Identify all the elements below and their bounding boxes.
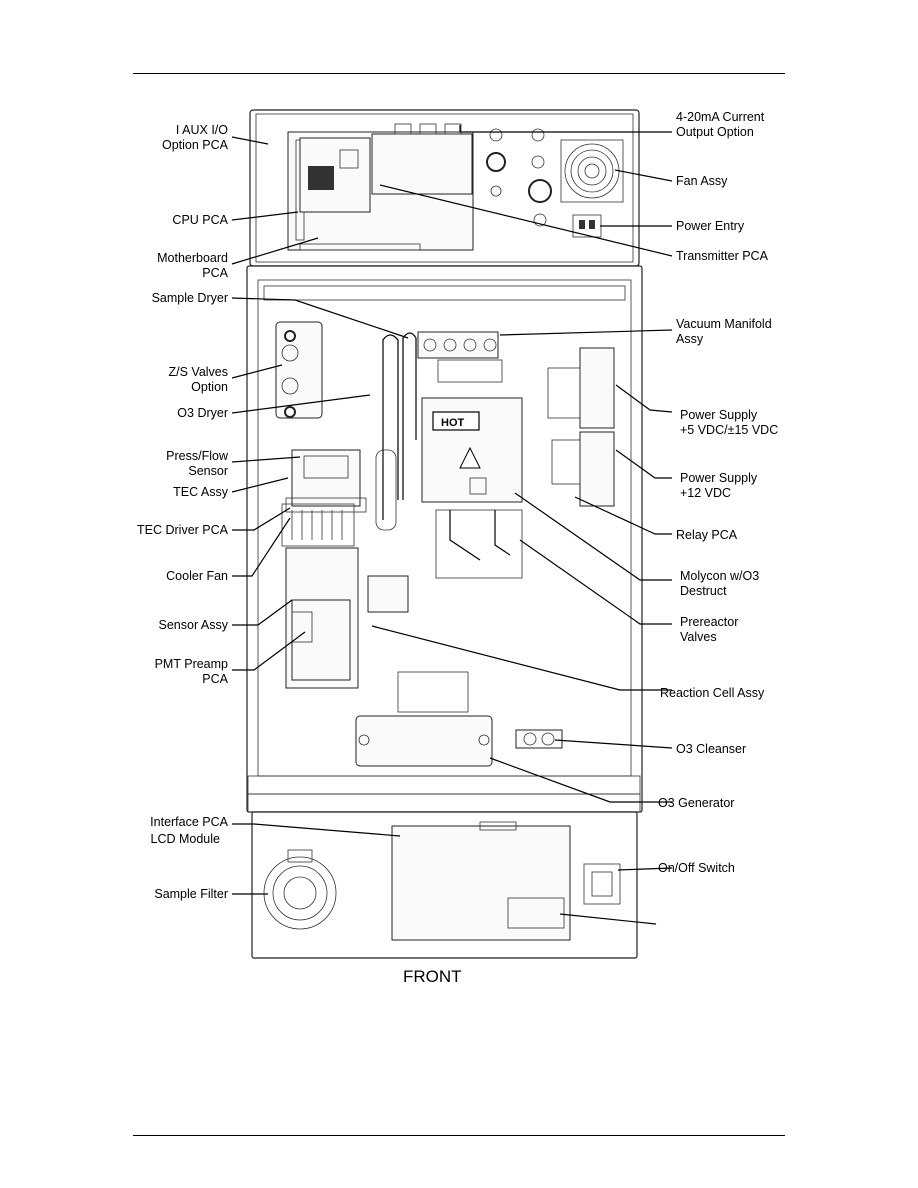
onoff-switch-body	[583, 863, 621, 905]
cooler-fan-unit	[281, 503, 355, 547]
label-ps-5v: Power Supply +5 VDC/±15 VDC	[680, 408, 778, 437]
pmt-preamp-pca	[291, 599, 351, 681]
front-caption: FRONT	[403, 967, 462, 986]
label-molycon: Molycon w/O3 Destruct	[680, 569, 759, 598]
hot-warning-label: HOT	[441, 417, 465, 429]
o3-generator	[355, 715, 493, 767]
label-motherboard-line1: Motherboard	[157, 251, 228, 265]
transmitter-pca	[371, 123, 473, 195]
label-motherboard-line2: PCA	[202, 266, 228, 280]
label-interface-pca: Interface PCA LCD Module	[150, 815, 228, 846]
label-pmt-preamp-line2: PCA	[202, 672, 228, 686]
leader-lines	[231, 125, 673, 925]
prereactor-valves	[435, 509, 523, 579]
o3-cleanser	[515, 729, 563, 749]
label-ps-12v: Power Supply +12 VDC	[680, 471, 758, 500]
label-prereactor-valves-line1: Prereactor	[680, 615, 738, 629]
label-tec-driver: TEC Driver PCA	[137, 523, 229, 537]
label-zs-valves-line2: Option	[191, 380, 228, 394]
rear-fittings	[486, 128, 552, 227]
label-ps-5v-line1: Power Supply	[680, 408, 758, 422]
label-aux-io: I AUX I/O Option PCA	[162, 123, 229, 152]
cpu-pca	[299, 137, 371, 213]
label-aux-io-line1: I AUX I/O	[176, 123, 228, 137]
label-press-flow: Press/Flow Sensor	[166, 449, 229, 478]
label-vacuum-manifold: Vacuum Manifold Assy	[676, 317, 772, 346]
label-fan-assy: Fan Assy	[676, 174, 728, 188]
sample-dryer-tubes	[375, 332, 417, 531]
label-ps-12v-line2: +12 VDC	[680, 486, 731, 500]
label-press-flow-line2: Sensor	[188, 464, 228, 478]
label-molycon-line2: Destruct	[680, 584, 727, 598]
label-aux-io-line2: Option PCA	[162, 138, 229, 152]
label-pmt-preamp-line1: PMT Preamp	[155, 657, 228, 671]
power-supply-12v	[551, 431, 615, 507]
reaction-cell	[367, 575, 469, 713]
label-zs-valves-line1: Z/S Valves	[168, 365, 228, 379]
label-sample-filter: Sample Filter	[154, 887, 228, 901]
label-current-output-line2: Output Option	[676, 125, 754, 139]
label-reaction-cell: Reaction Cell Assy	[660, 686, 765, 700]
label-power-entry: Power Entry	[676, 219, 745, 233]
header-rule	[133, 73, 785, 74]
label-onoff-switch: On/Off Switch	[658, 861, 735, 875]
label-interface-pca-line1: Interface PCA	[150, 815, 228, 829]
zs-valves-bracket	[275, 321, 323, 419]
power-supply-5v	[547, 347, 615, 429]
label-relay-pca: Relay PCA	[676, 528, 738, 542]
sample-filter-unit	[263, 849, 337, 930]
footer-rule	[133, 1135, 785, 1136]
label-molycon-line1: Molycon w/O3	[680, 569, 759, 583]
label-ps-5v-line2: +5 VDC/±15 VDC	[680, 423, 778, 437]
label-o3-dryer: O3 Dryer	[177, 406, 228, 420]
label-transmitter-pca: Transmitter PCA	[676, 249, 769, 263]
label-prereactor-valves: Prereactor Valves	[680, 615, 738, 644]
label-tec-assy: TEC Assy	[173, 485, 229, 499]
label-o3-generator: O3 Generator	[658, 796, 734, 810]
label-pmt-preamp: PMT Preamp PCA	[155, 657, 229, 686]
label-prereactor-valves-line2: Valves	[680, 630, 717, 644]
label-cooler-fan: Cooler Fan	[166, 569, 228, 583]
label-motherboard: Motherboard PCA	[157, 251, 229, 280]
label-current-output-line1: 4-20mA Current	[676, 110, 765, 124]
label-interface-pca-line2: LCD Module	[151, 832, 221, 846]
label-cpu-pca: CPU PCA	[172, 213, 228, 227]
label-vacuum-manifold-line1: Vacuum Manifold	[676, 317, 772, 331]
label-sample-dryer: Sample Dryer	[152, 291, 228, 305]
label-o3-cleanser: O3 Cleanser	[676, 742, 746, 756]
label-press-flow-line1: Press/Flow	[166, 449, 229, 463]
label-vacuum-manifold-line2: Assy	[676, 332, 704, 346]
interface-pca-board	[391, 821, 571, 941]
tec-assy	[285, 449, 367, 513]
vacuum-manifold	[417, 331, 503, 383]
molycon-converter: HOT	[421, 397, 523, 503]
label-current-output: 4-20mA Current Output Option	[676, 110, 765, 139]
label-sensor-assy: Sensor Assy	[159, 618, 229, 632]
label-ps-12v-line1: Power Supply	[680, 471, 758, 485]
label-zs-valves: Z/S Valves Option	[168, 365, 228, 394]
